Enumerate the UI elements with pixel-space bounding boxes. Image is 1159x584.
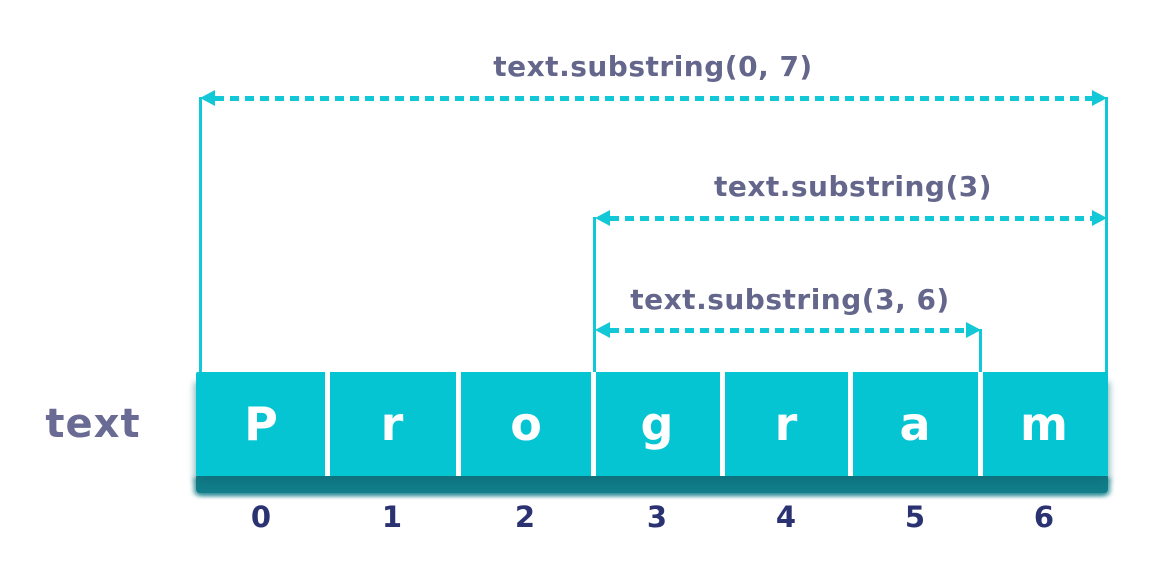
- arrowhead-right-icon: [1092, 90, 1107, 106]
- index-label-6: 6: [1033, 500, 1055, 534]
- connector-line-index-6: [979, 329, 982, 373]
- cell-divider: [848, 372, 853, 476]
- index-label-2: 2: [514, 500, 536, 534]
- variable-name-label: text: [45, 401, 141, 447]
- index-label-3: 3: [646, 500, 668, 534]
- string-bar-shadow: [196, 476, 1108, 493]
- char-cell-1: r: [380, 397, 404, 451]
- annotation-label-substring-3-6: text.substring(3, 6): [630, 283, 950, 316]
- char-cell-2: o: [510, 397, 542, 451]
- char-cell-6: m: [1020, 397, 1068, 451]
- annotation-label-substring-0-7: text.substring(0, 7): [493, 50, 813, 83]
- char-cell-3: g: [640, 397, 674, 451]
- cell-divider: [591, 372, 596, 476]
- dashed-range-line-0-7: [215, 96, 1092, 101]
- cell-divider: [456, 372, 461, 476]
- arrowhead-right-icon: [966, 322, 981, 338]
- cell-divider: [720, 372, 725, 476]
- arrowhead-left-icon: [595, 322, 610, 338]
- arrowhead-left-icon: [200, 90, 215, 106]
- index-label-4: 4: [775, 500, 797, 534]
- arrowhead-right-icon: [1092, 210, 1107, 226]
- connector-line-index-7: [1105, 97, 1108, 373]
- index-label-5: 5: [904, 500, 926, 534]
- dashed-range-line-3-end: [610, 216, 1092, 221]
- char-cell-5: a: [899, 397, 931, 451]
- char-cell-4: r: [774, 397, 798, 451]
- string-bar: P r o g r a m: [196, 372, 1108, 476]
- cell-divider: [325, 372, 330, 476]
- connector-line-index-0: [199, 97, 202, 373]
- index-label-0: 0: [250, 500, 272, 534]
- annotation-label-substring-3: text.substring(3): [713, 170, 993, 203]
- dashed-range-line-3-6: [610, 328, 966, 333]
- char-cell-0: P: [244, 397, 278, 451]
- cell-divider: [978, 372, 983, 476]
- arrowhead-left-icon: [595, 210, 610, 226]
- index-label-1: 1: [381, 500, 403, 534]
- connector-line-index-3: [593, 217, 596, 373]
